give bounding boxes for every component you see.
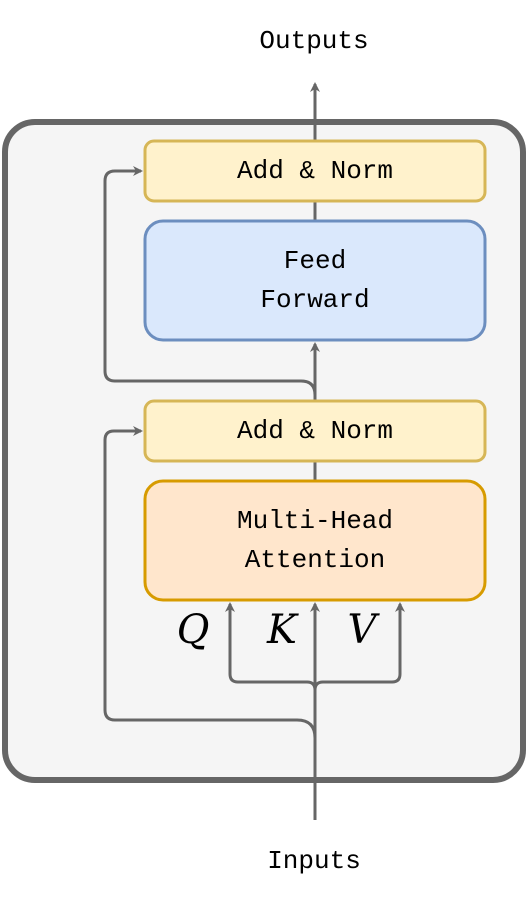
attention-label-line1: Multi-Head: [237, 506, 393, 536]
add-norm-bottom-block: Add & Norm: [143, 399, 487, 463]
outputs-label: Outputs: [259, 26, 368, 56]
attention-label-line2: Attention: [245, 545, 385, 575]
q-connector: [225, 602, 317, 691]
add-norm-top-block: Add & Norm: [143, 139, 487, 203]
feed-forward-label-line2: Forward: [260, 285, 369, 315]
k-label: K: [266, 607, 299, 653]
add-norm-top-label: Add & Norm: [237, 156, 393, 186]
q-label: Q: [177, 607, 210, 653]
residual-connection-top: [103, 166, 317, 396]
v-connector: [313, 602, 405, 691]
residual-connection-bottom: [103, 426, 317, 739]
multi-head-attention-block: Multi-Head Attention: [143, 479, 487, 602]
add-norm-bottom-label: Add & Norm: [237, 416, 393, 446]
v-label: V: [348, 607, 381, 653]
inputs-label: Inputs: [267, 846, 361, 876]
feed-forward-block: Feed Forward: [143, 219, 487, 342]
feed-forward-label-line1: Feed: [284, 246, 346, 276]
